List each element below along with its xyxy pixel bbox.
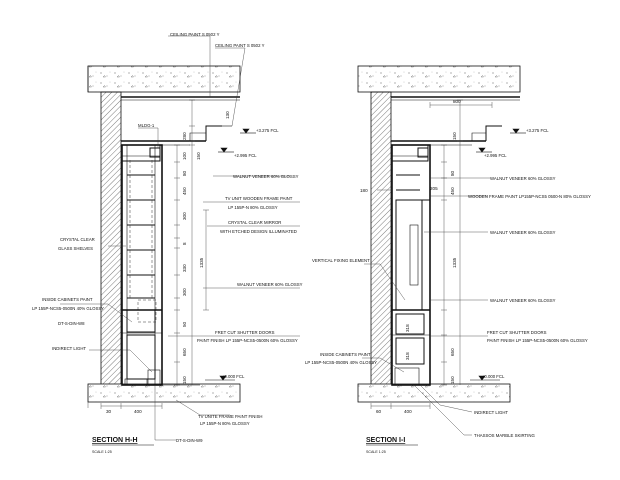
level-false-ceiling-ii: +2.995 FCL xyxy=(484,153,507,158)
section-title-ii: SECTION I-I xyxy=(366,437,405,444)
label-detail-ref-1: DT-S-DIN-W8 xyxy=(58,321,85,326)
scale-hh: SCALE 1:25 xyxy=(92,450,112,454)
dim-80: 80 xyxy=(182,170,187,176)
label-mldg: MLDG-1 xyxy=(138,123,155,128)
dim-450-ii: 450 xyxy=(450,187,455,195)
level-false-ceiling: +2.995 FCL xyxy=(234,153,257,158)
ceiling-slab-ii xyxy=(357,65,521,93)
label-tv-frame-gloss: LP 155P-N 80% GLOSSY xyxy=(200,421,250,426)
label-vertical-fixing: VERTICAL FIXING ELEMENT xyxy=(312,258,370,263)
dim-8: 8 xyxy=(182,242,187,245)
label-walnut-veneer-ii-3: WALNUT VENEER 60% GLOSSY xyxy=(490,298,556,303)
dim-300: 300 xyxy=(182,212,187,220)
level-ceiling-ii: +3.275 FCL xyxy=(526,128,549,133)
dim-400: 400 xyxy=(134,409,142,414)
dim-450: 450 xyxy=(182,187,187,195)
label-detail-ref-2: DT-S-DIN-W9 xyxy=(176,438,203,443)
label-fret-cut-ii: FRET CUT SHUTTER DOORS xyxy=(487,330,547,335)
scale-ii: SCALE 1:25 xyxy=(366,450,386,454)
label-walnut-veneer: WALNUT VENEER 60% GLOSSY xyxy=(233,174,299,179)
dim-180-ii: 180 xyxy=(360,188,368,193)
dim-130: 130 xyxy=(225,111,230,119)
dim-50: 50 xyxy=(182,321,187,327)
level-floor: ±0.000 FCL xyxy=(222,374,245,379)
label-inside-cabinets-paint: LP 155P-NCS5-0500N 40% GLOSSY xyxy=(32,306,104,311)
label-inside-cabinets-ii: INSIDE CABINETS PAINT xyxy=(320,352,371,357)
dim-60-ii: 60 xyxy=(376,409,382,414)
level-ceiling: +3.275 FCL xyxy=(256,128,279,133)
label-inside-cabinets-paint-ii: LP 155P-NCS5-0500N 40% GLOSSY xyxy=(305,360,377,365)
section-hh: CEILING PAINT S 0502 Y CEILING PAINT S 0… xyxy=(32,32,303,454)
dim-100: 100 xyxy=(182,152,187,160)
label-inside-cabinets: INSIDE CABINETS PAINT xyxy=(42,297,93,302)
level-floor-ii: ±0.000 FCL xyxy=(482,374,505,379)
label-ceiling-paint-2: CEILING PAINT S 0502 Y xyxy=(215,43,265,48)
dim-318b-ii: 318 xyxy=(405,352,410,360)
left-wall-ii xyxy=(370,91,392,393)
label-fret-paint-ii: PAINT FINISH LP 155P-NCS5-0500N 60% GLOS… xyxy=(487,338,588,343)
label-walnut-veneer-2: WALNUT VENEER 60% GLOSSY xyxy=(237,282,303,287)
label-tv-unit: TV UNIT WOODEN FRAME PAINT xyxy=(225,196,293,201)
dim-318-ii: 318 xyxy=(405,324,410,332)
label-thassos-skirting: THASSOS MARBLE SKIRTING xyxy=(474,433,535,438)
dim-330: 330 xyxy=(182,264,187,272)
label-glass-shelves: GLASS SHELVES xyxy=(58,246,93,251)
label-crystal-clear: CRYSTAL CLEAR xyxy=(60,237,95,242)
label-crystal-mirror: CRYSTAL CLEAR MIRROR xyxy=(228,220,281,225)
section-title-hh: SECTION H-H xyxy=(92,437,138,444)
dim-150b: 150 xyxy=(182,376,187,384)
dim-280: 280 xyxy=(182,132,187,140)
dim-30: 30 xyxy=(106,409,112,414)
ceiling-slab xyxy=(87,65,241,93)
label-tv-frame-paint: TV UNITE FRAME PAINT FINISH xyxy=(198,414,263,419)
dim-205-ii: 205 xyxy=(430,186,438,191)
label-ceiling-paint-1: CEILING PAINT S 0502 Y xyxy=(170,32,220,37)
tv-unit-frame xyxy=(121,144,163,386)
dim-650-ii: 650 xyxy=(450,348,455,356)
label-tv-unit-paint: LP 155P-N 80% GLOSSY xyxy=(228,205,278,210)
label-fret-paint: PAINT FINISH LP 155P-NCS5-0500N 60% GLOS… xyxy=(197,338,298,343)
floor-slab-ii xyxy=(357,383,511,403)
dim-150: 150 xyxy=(196,152,201,160)
label-indirect-light-ii: INDIRECT LIGHT xyxy=(474,410,508,415)
dim-1335-ii: 1335 xyxy=(452,257,457,268)
left-wall xyxy=(100,91,122,393)
label-walnut-veneer-ii: WALNUT VENEER 60% GLOSSY xyxy=(490,176,556,181)
label-etched-design: WITH ETCHED DESIGN ILLUMINATED xyxy=(220,229,297,234)
dim-150b-ii: 150 xyxy=(450,376,455,384)
label-fret-cut: FRET CUT SHUTTER DOORS xyxy=(215,330,275,335)
dim-150-ii: 150 xyxy=(452,132,457,140)
dim-400-ii: 400 xyxy=(404,409,412,414)
label-indirect-light: INDIRECT LIGHT xyxy=(52,346,86,351)
floor-slab xyxy=(87,383,241,403)
dim-650: 650 xyxy=(182,348,187,356)
label-wooden-frame-ii: WOODEN FRAME PAINT LP155P-NCS5 0500-N 80… xyxy=(468,194,591,199)
label-walnut-veneer-ii-2: WALNUT VENEER 60% GLOSSY xyxy=(490,230,556,235)
dim-800: 800 xyxy=(453,99,461,104)
section-ii: +3.275 FCL +2.995 FCL WALNUT VENEER 60% … xyxy=(305,65,591,454)
dim-80-ii: 80 xyxy=(450,170,455,176)
dim-1335: 1335 xyxy=(199,257,204,268)
dim-300b: 300 xyxy=(182,288,187,296)
